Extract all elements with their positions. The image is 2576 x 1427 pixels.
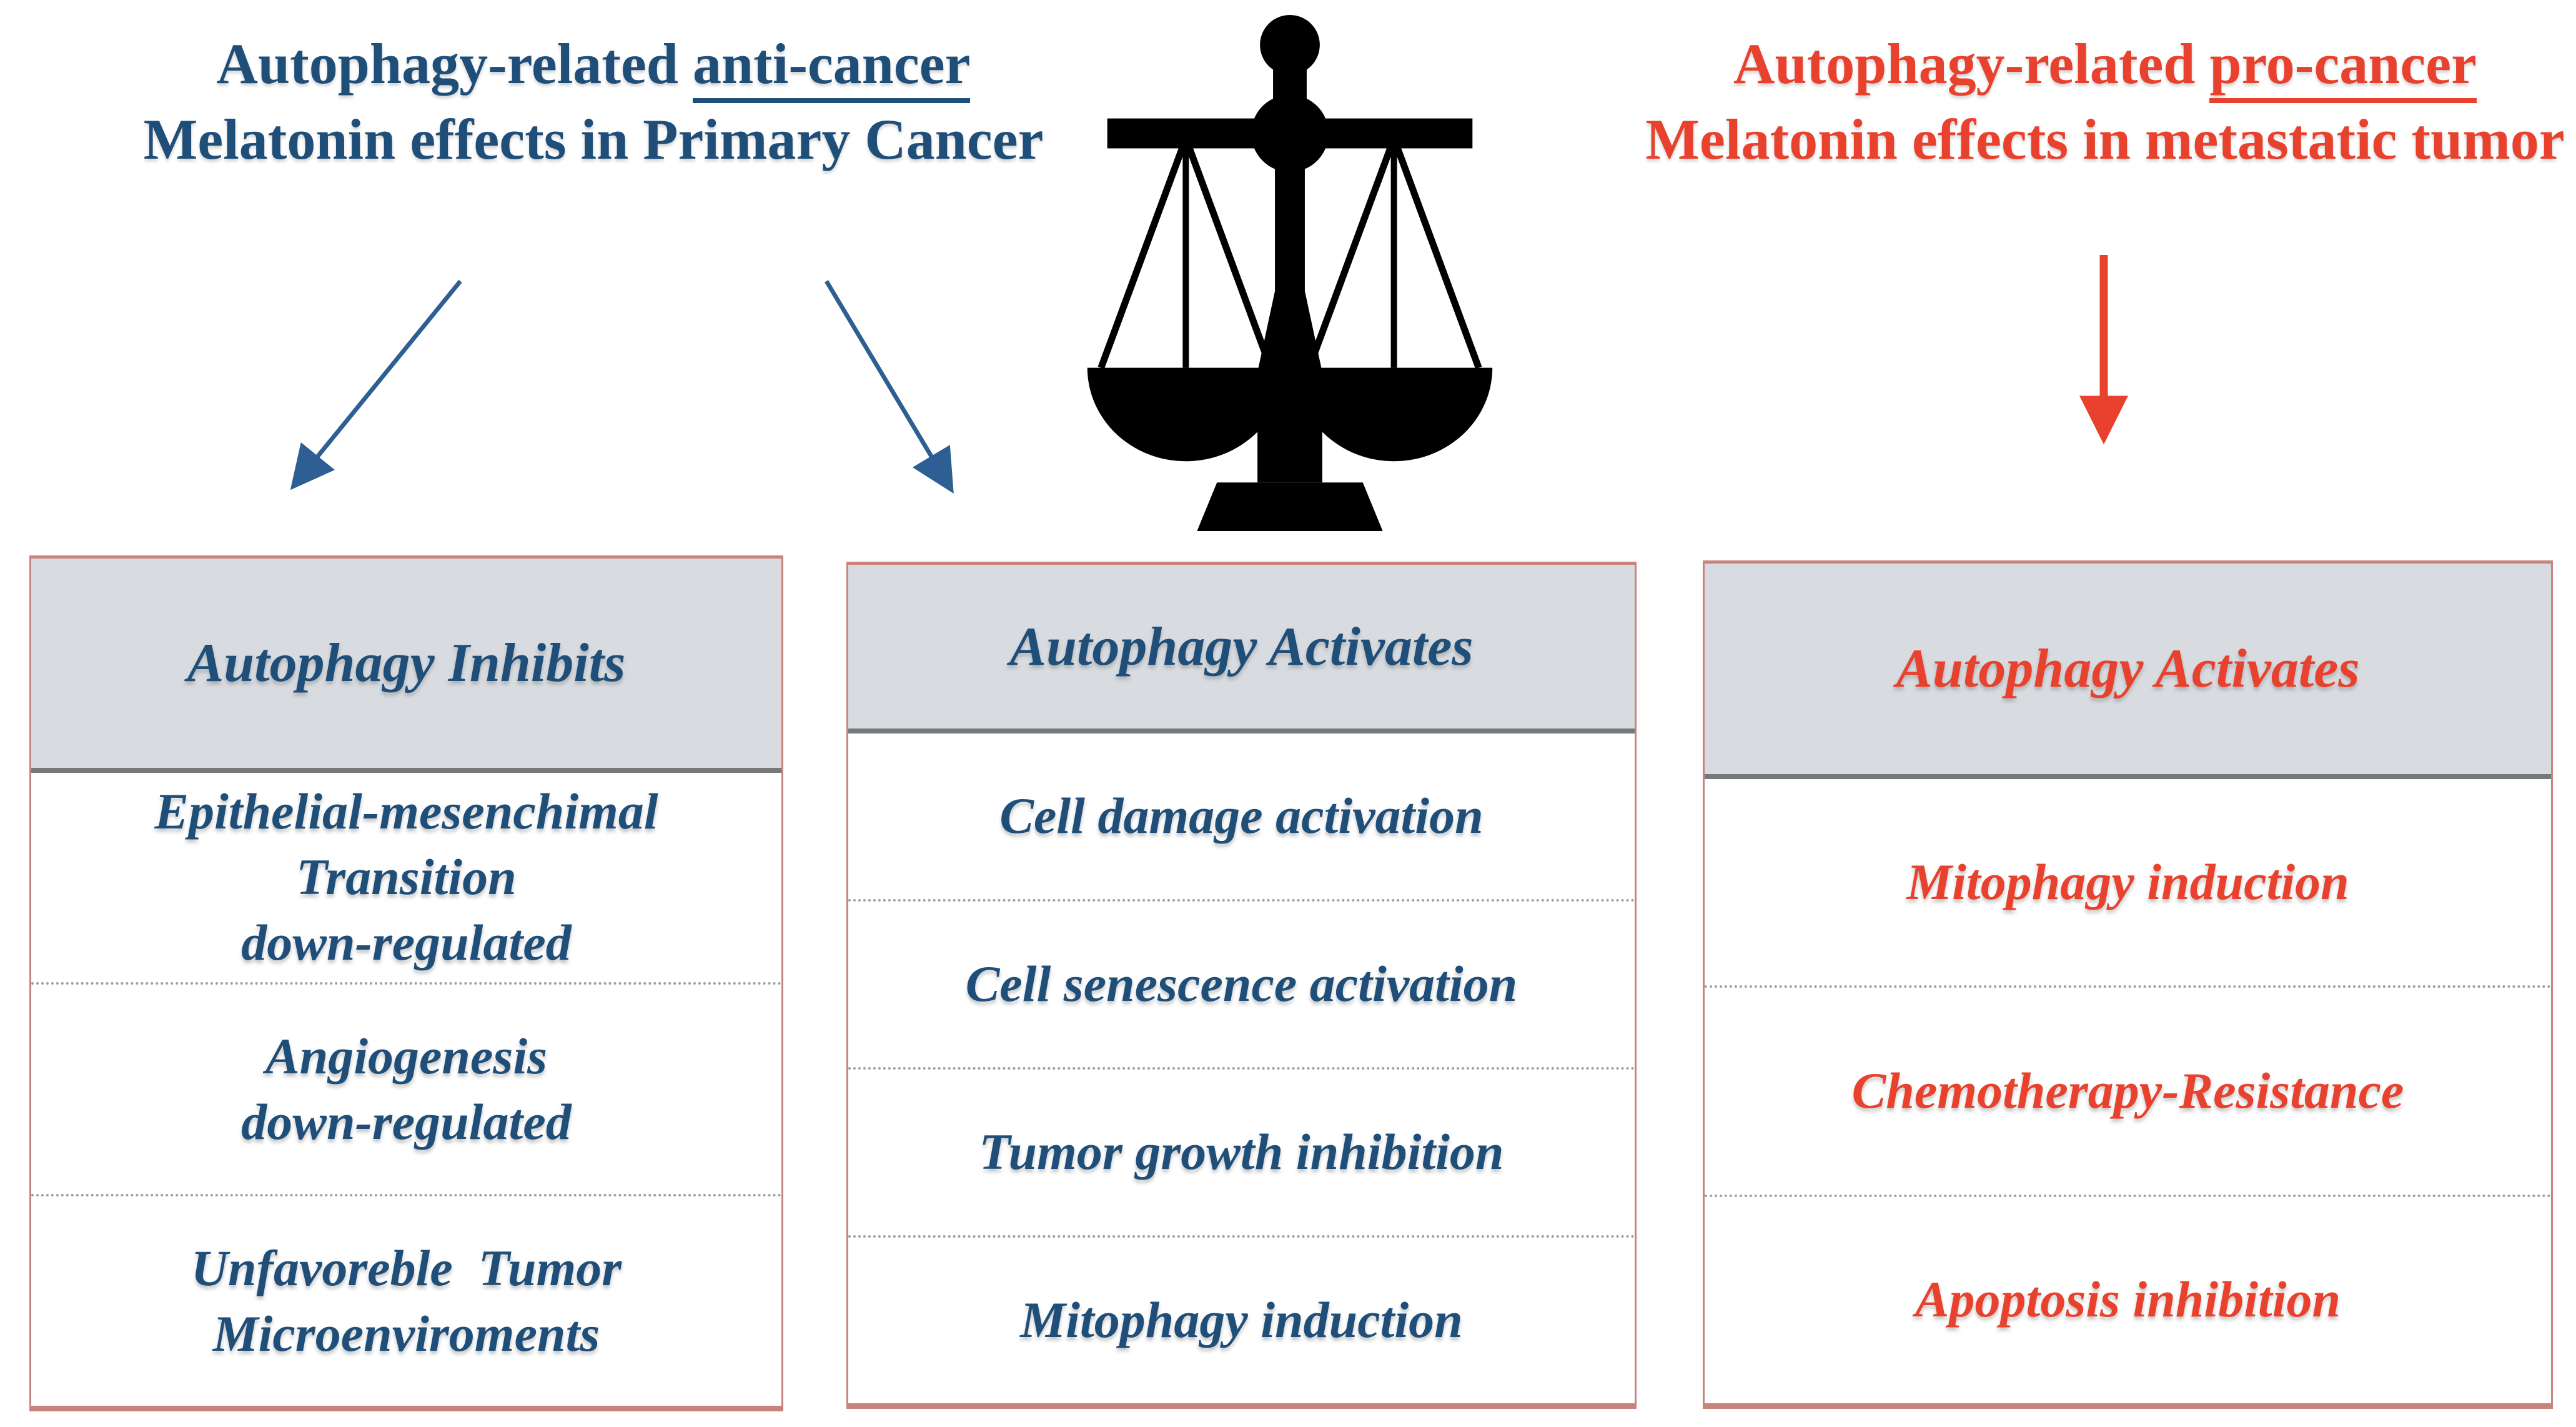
right-title: Autophagy-related pro-cancer Melatonin e… (1637, 26, 2574, 178)
left-title: Autophagy-related anti-cancer Melatonin … (94, 26, 1093, 178)
down-left-arrow-icon (290, 279, 462, 490)
list-item: Apoptosis inhibition (1705, 1194, 2551, 1403)
panel-autophagy-inhibits: Autophagy Inhibits Epithelial-mesenchima… (29, 555, 783, 1411)
right-title-line2: Melatonin effects in metastatic tumor (1645, 107, 2565, 172)
list-item: Epithelial-mesenchimal Transition down-r… (154, 783, 658, 971)
list-item: Cell senescence activation (848, 899, 1635, 1067)
list-item: Tumor growth inhibition (848, 1067, 1635, 1235)
list-item: Mitophagy induction (848, 1235, 1635, 1403)
panel-header: Autophagy Inhibits (31, 559, 781, 773)
panel-header: Autophagy Activates (848, 565, 1635, 733)
list-item: Unfavoreble Tumor Microenviroments (31, 1194, 781, 1406)
panel-body: Epithelial-mesenchimal Transition down-r… (31, 773, 781, 1406)
list-item: Chemotherapy-Resistance (1705, 985, 2551, 1194)
left-title-underlined: anti-cancer (692, 32, 971, 103)
list-item: Mitophagy induction (1906, 853, 2349, 910)
list-item: Cell damage activation (999, 787, 1484, 845)
panel-body: Cell damage activation Cell senescence a… (848, 733, 1635, 1403)
list-item: Angiogenesis down-regulated (31, 982, 781, 1194)
left-title-line2: Melatonin effects in Primary Cancer (143, 107, 1044, 172)
balance-scale-icon (1087, 14, 1493, 532)
panel-autophagy-activates-anticancer: Autophagy Activates Cell damage activati… (846, 562, 1637, 1409)
right-title-line1-prefix: Autophagy-related (1733, 32, 2210, 96)
right-title-underlined: pro-cancer (2209, 32, 2477, 103)
panel-autophagy-activates-procancer: Autophagy Activates Mitophagy induction … (1703, 560, 2553, 1409)
panel-header: Autophagy Activates (1705, 564, 2551, 779)
panel-body: Mitophagy induction Chemotherapy-Resista… (1705, 779, 2551, 1403)
left-title-line1-prefix: Autophagy-related (216, 32, 693, 96)
down-right-arrow-icon (824, 280, 954, 494)
